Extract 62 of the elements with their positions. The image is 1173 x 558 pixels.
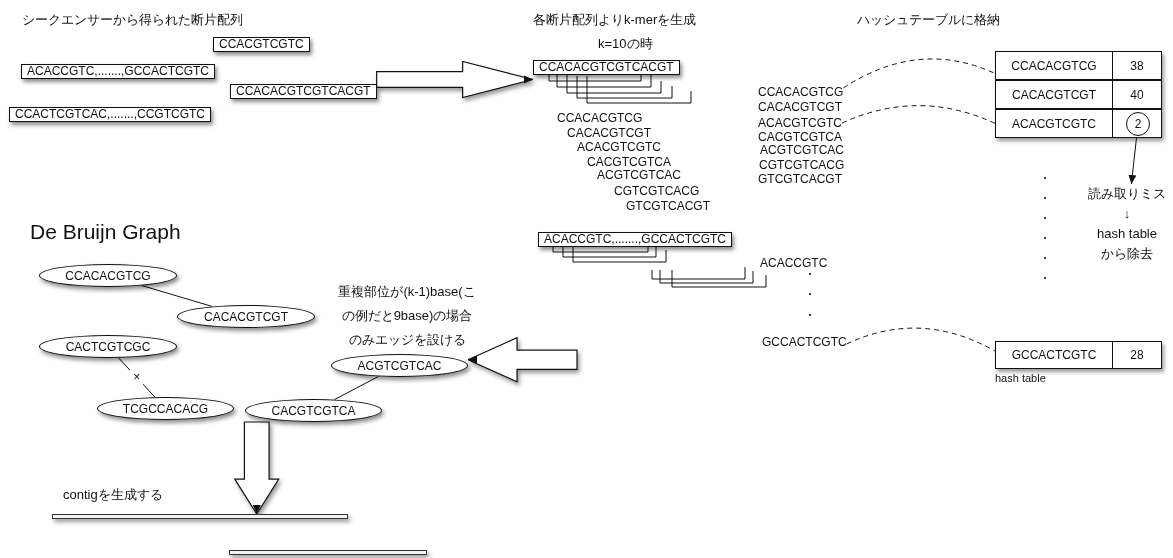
- sequence-text: CGTCGTCACG: [759, 158, 845, 172]
- caption: hash table: [995, 372, 1046, 386]
- sequence-text: CCACACGTCG: [758, 85, 844, 99]
- table-row: [995, 80, 1162, 109]
- sequence-text: CACGTCGTCA: [758, 130, 842, 144]
- graph-edge: [333, 375, 380, 401]
- heading: contigを生成する: [63, 487, 163, 503]
- note-text: ↓: [1122, 205, 1132, 223]
- arrow: [1128, 135, 1138, 185]
- sequence-cell-text: CCACACGTCG: [1010, 57, 1098, 75]
- dashed-connector: [841, 105, 996, 124]
- graph-node-ellipse: TCGCCACACG: [97, 397, 234, 420]
- note-text: 読み取りミス: [1087, 185, 1167, 203]
- sequence-text: CGTCGTCACG: [614, 184, 700, 199]
- contig-bar: [52, 514, 348, 519]
- count-cell: 40: [1112, 81, 1161, 108]
- read-box: CCACGTCGTC: [213, 37, 310, 52]
- graph-node-ellipse: CACGTCGTCA: [245, 399, 382, 422]
- sequence-text: CCACACGTCG: [557, 111, 643, 126]
- table-row: [995, 109, 1162, 138]
- table-row: [995, 51, 1162, 80]
- sequence-cell-text: ACACGTCGTC: [1011, 115, 1097, 133]
- sequence-text: ACACCGTC: [760, 256, 828, 271]
- read-box: ACACCGTC,.......,GCCACTCGTC: [21, 64, 215, 79]
- graph-title: De Bruijn Graph: [30, 219, 181, 245]
- contig-bar: [229, 550, 427, 555]
- edge-label: ×: [130, 370, 144, 385]
- sequence-cell-text: GCCACTCGTC: [1010, 347, 1098, 364]
- note-text: hash table から除去: [1096, 225, 1158, 263]
- sequence-text: CACGTCGTCA: [587, 155, 671, 170]
- heading: 各断片配列よりk-merを生成: [533, 12, 697, 28]
- note-text: 重複部位が(k-1)base(この例だと9base)の場合のみエッジを設ける: [337, 283, 477, 349]
- graph-node-ellipse: CACACGTCGT: [177, 305, 315, 328]
- sequence-text: GTCGTCACGT: [758, 172, 842, 186]
- sequence-text: GTCGTCACGT: [626, 199, 710, 214]
- block-arrow: [233, 421, 280, 515]
- heading: ハッシュテーブルに格納: [857, 12, 1000, 28]
- block-arrow: [376, 60, 534, 99]
- read-box: CCACACGTCGTCACGT: [230, 84, 377, 99]
- read-box: ACACCGTC,.......,GCCACTCGTC: [538, 232, 732, 247]
- sequence-text: ACGTCGTCAC: [597, 168, 681, 183]
- graph-node-ellipse: CACTCGTCGC: [39, 335, 177, 358]
- graph-node-ellipse: CCACACGTCG: [39, 264, 177, 287]
- heading: シークエンサーから得られた断片配列: [22, 12, 243, 28]
- sequence-cell-text: CACACGTCGT: [1011, 86, 1097, 104]
- sequence-text: CACACGTCGT: [758, 100, 842, 114]
- count-cell: 38: [1112, 52, 1161, 79]
- table-row: [995, 341, 1162, 369]
- sequence-text: GCCACTCGTC: [762, 335, 847, 349]
- block-arrow: [467, 336, 578, 383]
- dashed-connector: [842, 58, 996, 89]
- dashed-connector: [846, 327, 996, 352]
- read-box: CCACACGTCGTCACGT: [533, 60, 680, 75]
- sequence-text: ACGTCGTCAC: [760, 143, 844, 157]
- sequence-text: ACACGTCGTC: [577, 140, 661, 155]
- sequence-text: CACACGTCGT: [567, 126, 651, 141]
- read-box: CCACTCGTCAC,.......,CCGTCGTC: [9, 107, 211, 122]
- graph-edge: [141, 285, 213, 307]
- sequence-text: ACACGTCGTC: [758, 116, 842, 130]
- count-circle: 2: [1126, 112, 1150, 136]
- count-cell: 28: [1112, 342, 1161, 368]
- graph-node-ellipse: ACGTCGTCAC: [331, 354, 468, 377]
